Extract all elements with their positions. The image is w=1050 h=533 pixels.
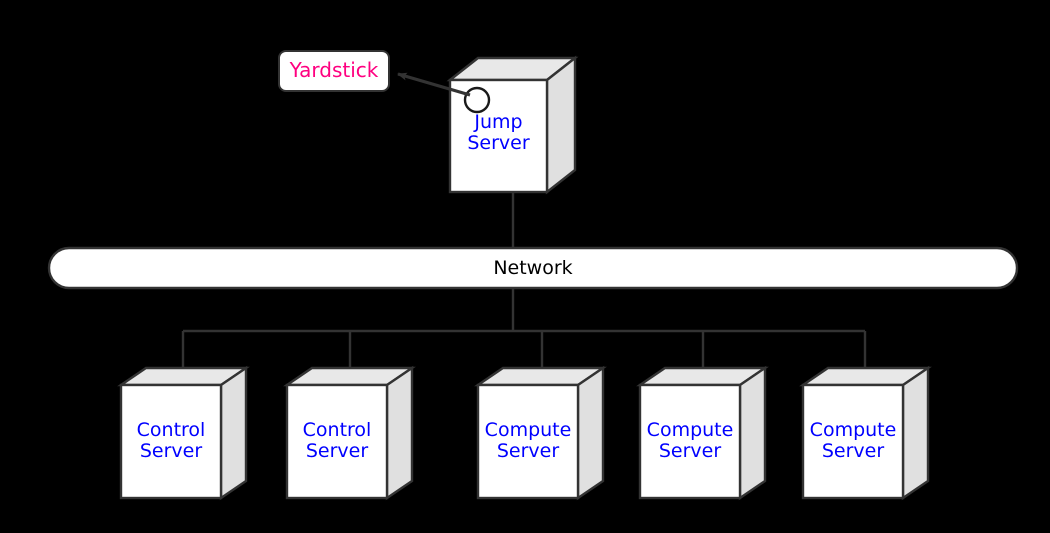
network-bar[interactable] — [47, 246, 1019, 290]
server-1-side-face — [219, 365, 248, 501]
server-5-front-face — [801, 383, 905, 500]
circle-port-icon — [463, 86, 491, 114]
server-node-4[interactable] — [636, 365, 769, 501]
server-2-front-face — [285, 383, 389, 500]
server-node-2[interactable] — [283, 365, 416, 501]
jump-server-node[interactable] — [446, 55, 579, 195]
jump-server-side-face — [545, 55, 577, 195]
yardstick-box[interactable] — [278, 50, 390, 92]
server-5-side-face — [901, 365, 930, 501]
server-3-side-face — [576, 365, 605, 501]
server-4-front-face — [638, 383, 742, 500]
server-3-front-face — [476, 383, 580, 500]
server-node-5[interactable] — [799, 365, 932, 501]
server-2-side-face — [385, 365, 414, 501]
server-node-3[interactable] — [474, 365, 607, 501]
connector-jump-to-yardstick — [397, 72, 471, 97]
server-4-side-face — [738, 365, 767, 501]
server-1-front-face — [119, 383, 223, 500]
jump-server-front-face — [448, 78, 549, 194]
server-node-1[interactable] — [117, 365, 250, 501]
